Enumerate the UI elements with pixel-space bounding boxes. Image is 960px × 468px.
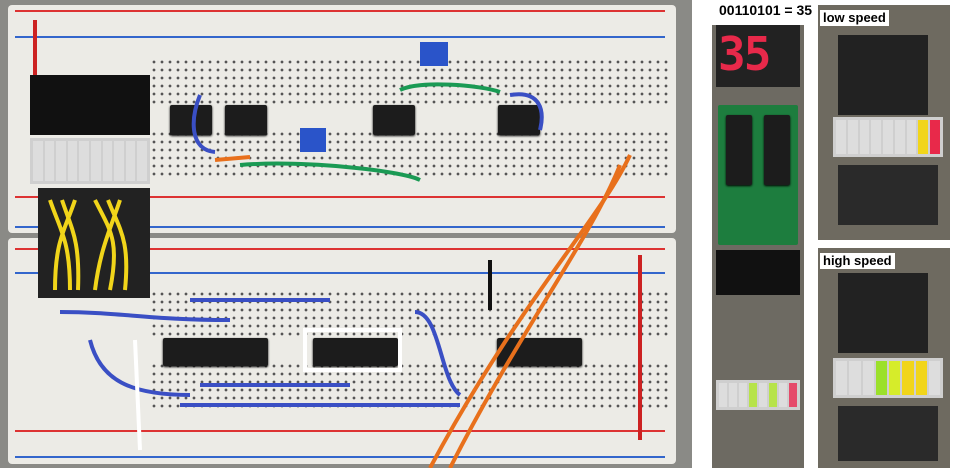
led-bargraph — [833, 358, 943, 398]
seven-segment-panel: 35 — [712, 25, 804, 468]
breadboard-photo — [0, 0, 692, 468]
ic-chip — [498, 105, 540, 135]
ic-chip — [373, 105, 415, 135]
led-bargraph — [30, 138, 150, 184]
binary-value-caption: 00110101 = 35 — [719, 2, 813, 18]
seven-segment-display: 35 — [718, 27, 771, 81]
high-speed-photo — [818, 248, 950, 468]
ic-chip — [225, 105, 267, 135]
high-speed-label: high speed — [820, 253, 895, 269]
led-bargraph — [716, 380, 800, 410]
led-bargraph — [833, 117, 943, 157]
ic-chip — [163, 338, 268, 366]
wires — [33, 20, 642, 468]
low-speed-photo — [818, 5, 950, 240]
ic-chip — [313, 338, 398, 366]
ic-chip — [170, 105, 212, 135]
ic-chip — [497, 338, 582, 366]
low-speed-label: low speed — [820, 10, 889, 26]
